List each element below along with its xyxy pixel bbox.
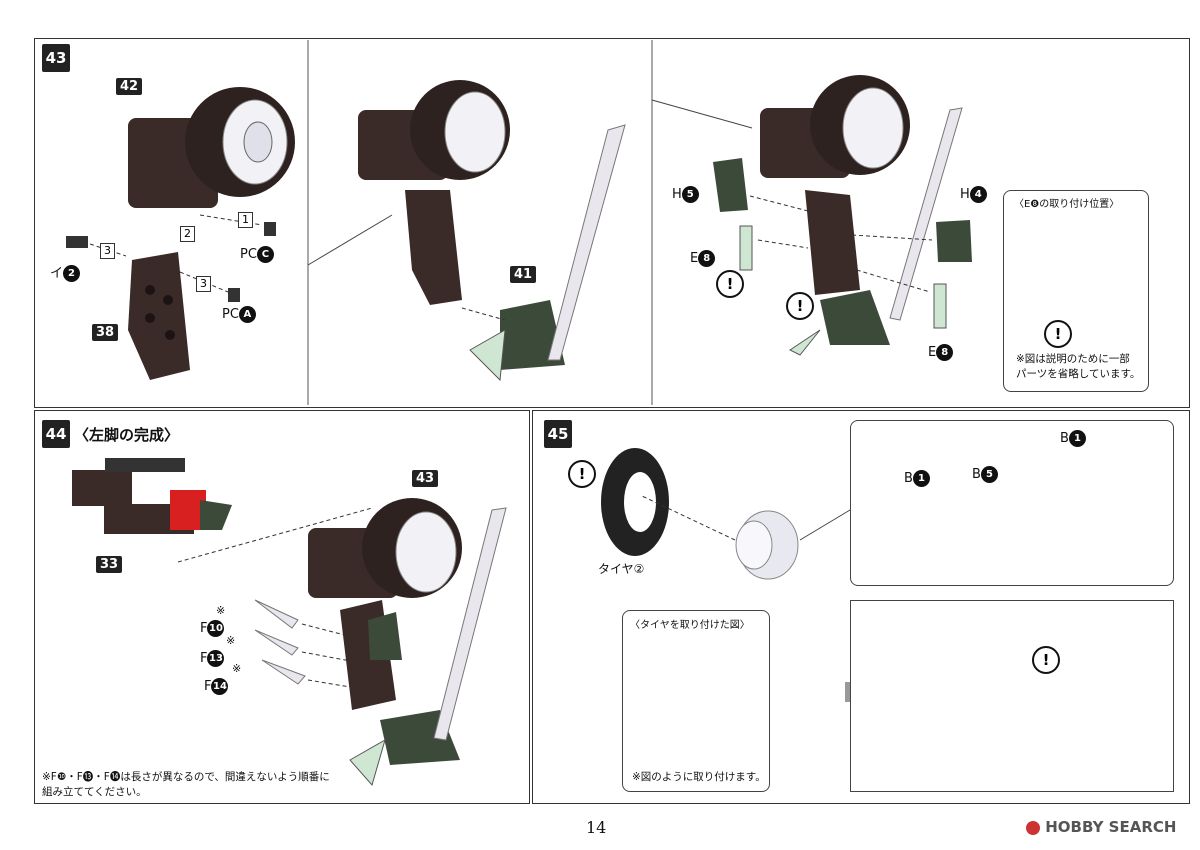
order-1: 1 [238, 212, 253, 228]
mounted-tire-inset [622, 610, 770, 792]
asterisk-mark: ※ [216, 604, 226, 617]
inset-note: ※図は説明のために一部パーツを省略しています。 [1016, 353, 1141, 380]
wheel-exploded-inset [850, 420, 1174, 586]
part-38-label: 38 [92, 324, 119, 341]
warning-icon: ! [1032, 646, 1060, 674]
arm-part-33 [72, 458, 232, 534]
step-number: 43 [42, 44, 70, 72]
inset-title: 〈タイヤを取り付けた図〉 [630, 620, 750, 631]
asterisk-mark: ※ [226, 634, 236, 647]
tire-part [601, 448, 669, 556]
leg-assembly-view-3 [713, 75, 972, 356]
finished-wheel-inset [850, 600, 1174, 792]
step-number: 44 [42, 420, 70, 448]
inset-note: ※図のように取り付けます。 [632, 771, 766, 783]
e8-position-inset [1003, 190, 1149, 392]
warning-icon: ! [1044, 320, 1072, 348]
watermark: HOBBY SEARCH [1026, 818, 1176, 836]
order-3a: 3 [100, 243, 115, 259]
step-number: 45 [544, 420, 572, 448]
step-44-note: ※F❿・F⓭・F⓮は長さが異なるので、間違えないよう順番に組み立ててください。 [42, 771, 330, 798]
warning-icon: ! [568, 460, 596, 488]
part-41-label: 41 [510, 266, 537, 283]
part-33-label: 33 [96, 556, 123, 573]
tire-label: タイヤ② [598, 562, 645, 576]
part-43-label: 43 [412, 470, 439, 487]
f-parts [254, 599, 306, 685]
inset-title: 〈E❽の取り付け位置〉 [1014, 199, 1120, 210]
step-title: 〈左脚の完成〉 [74, 426, 180, 444]
leg-part-38 [128, 252, 190, 380]
wheel-part [735, 510, 799, 580]
hip-joint-part-42 [128, 87, 295, 208]
leg-assembly-view-2 [358, 80, 626, 382]
warning-icon: ! [716, 270, 744, 298]
watermark-logo-icon [1026, 820, 1040, 835]
warning-icon: ! [786, 292, 814, 320]
asterisk-mark: ※ [232, 662, 242, 675]
page-number: 14 [586, 818, 607, 837]
order-3b: 3 [196, 276, 211, 292]
completed-leg [308, 498, 507, 787]
order-2: 2 [180, 226, 195, 242]
part-42-label: 42 [116, 78, 143, 95]
